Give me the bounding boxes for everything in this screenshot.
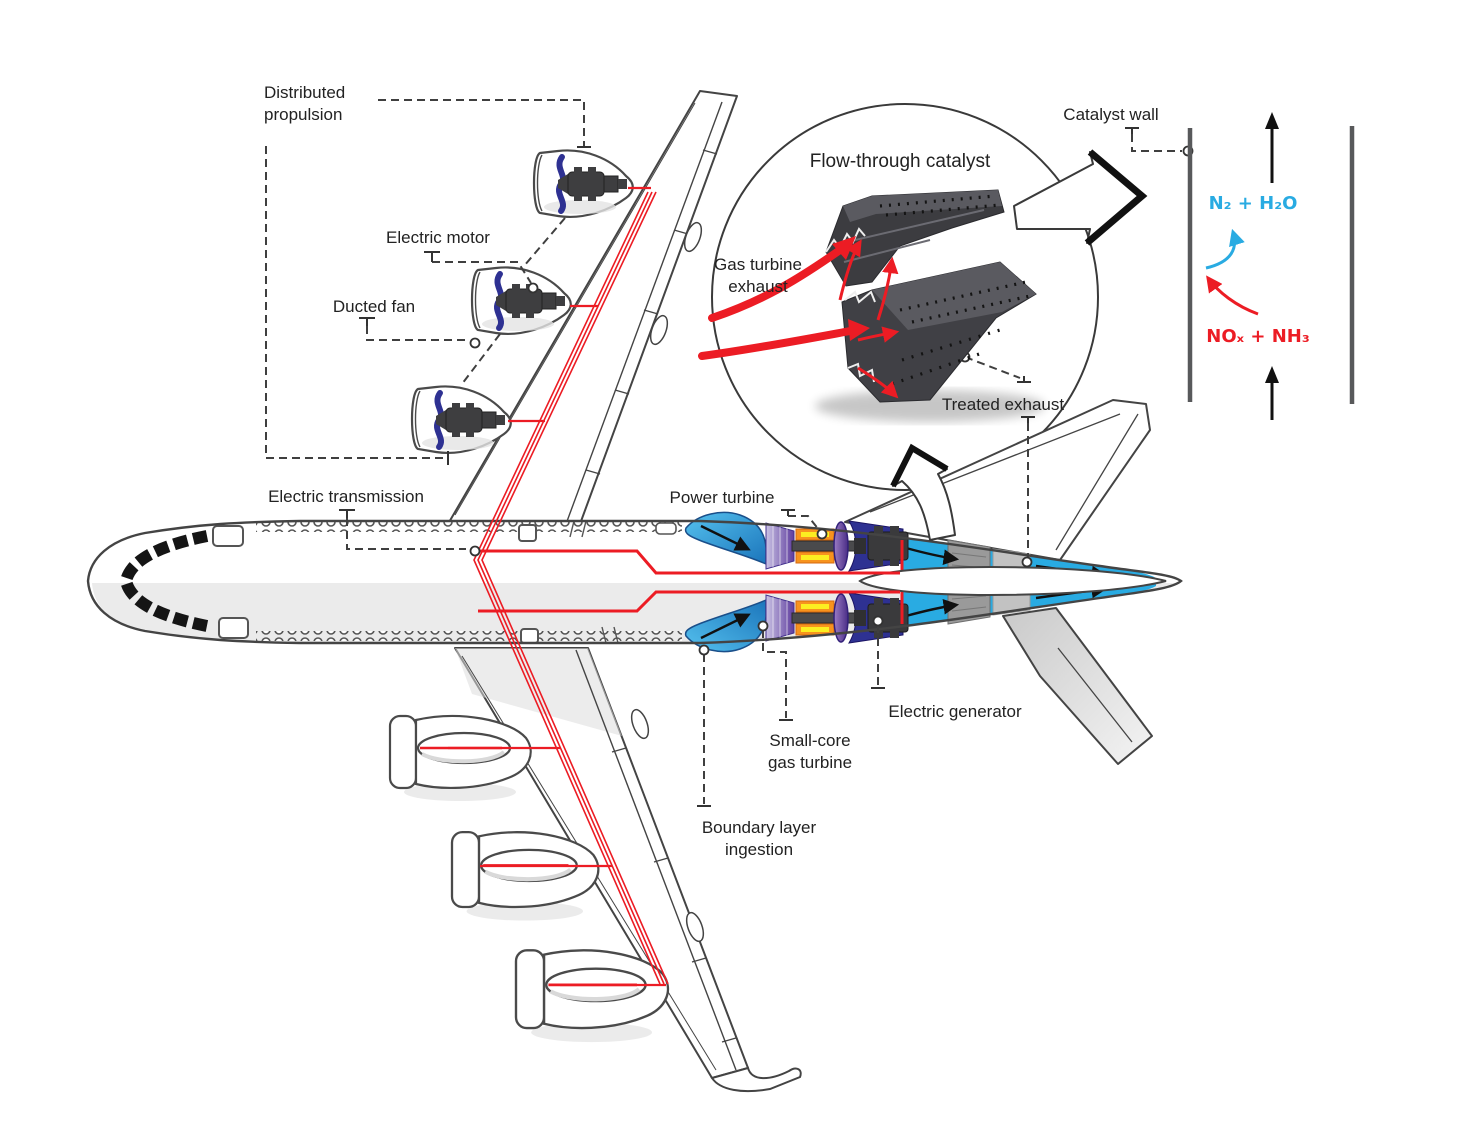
leader-lines — [265, 99, 1182, 804]
label-boundary-layer-ingestion: Boundary layer ingestion — [701, 818, 817, 859]
leader-ticks — [339, 127, 1139, 807]
label-ducted-fan: Ducted fan — [332, 297, 416, 316]
label-electric-motor: Electric motor — [386, 228, 490, 247]
window-row-bottom — [256, 631, 682, 641]
label-reactants: NOₓ + NH₃ — [1206, 326, 1310, 347]
window-row-top — [256, 522, 682, 532]
label-small-core-gas-turbine: Small-core gas turbine — [767, 731, 853, 772]
aft-propulsion — [686, 513, 1167, 652]
label-electric-transmission: Electric transmission — [268, 487, 424, 506]
catalyst-wall-channel — [1187, 112, 1355, 420]
door — [212, 525, 244, 547]
exit-door — [520, 628, 539, 644]
label-gas-turbine-exhaust: Gas turbine exhaust — [714, 255, 802, 296]
label-inset-title: Flow-through catalyst — [809, 151, 991, 172]
winglet — [710, 1066, 802, 1093]
fuselage-outline — [86, 519, 1183, 645]
catalyst-graphic — [698, 189, 1045, 422]
label-treated-exhaust: Treated exhaust — [941, 395, 1065, 414]
upper-wing — [447, 90, 738, 525]
tailcone-splitter — [858, 565, 1167, 597]
label-distributed-propulsion: Distributed propulsion — [264, 83, 346, 124]
label-catalyst-wall: Catalyst wall — [1063, 105, 1159, 124]
cabin-details — [119, 520, 682, 644]
label-products: N₂ + H₂O — [1208, 193, 1298, 214]
label-electric-generator: Electric generator — [888, 702, 1022, 721]
door — [218, 617, 249, 639]
label-power-turbine: Power turbine — [669, 488, 775, 507]
electric-transmission-lines — [448, 186, 900, 987]
block-arrows — [890, 149, 1148, 541]
exit-door — [518, 524, 537, 542]
cockpit-windows — [119, 530, 209, 632]
